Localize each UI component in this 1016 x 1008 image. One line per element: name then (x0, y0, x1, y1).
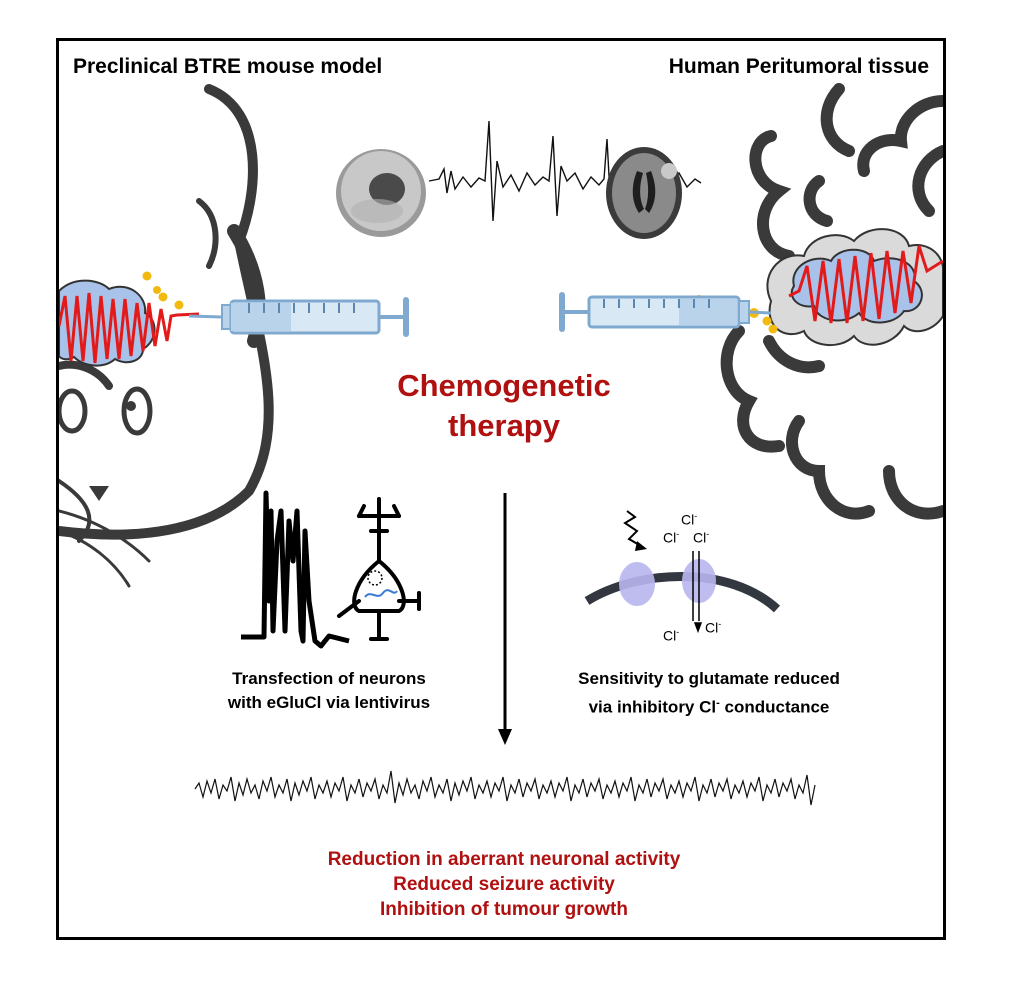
ion-label-lower-right: Cl- (705, 619, 722, 636)
right-panel-caption: Sensitivity to glutamate reduced via inh… (539, 667, 879, 720)
syringe-left-icon (188, 297, 409, 337)
syringe-right-icon (559, 292, 772, 332)
therapy-title: Chemogenetic therapy (299, 366, 709, 446)
human-tumour-icon (766, 228, 943, 347)
left-panel-title: Preclinical BTRE mouse model (73, 55, 383, 78)
outcome-item: Reduced seizure activity (393, 874, 615, 895)
right-caption-line2: via inhibitory Cl- conductance (588, 697, 830, 717)
downward-arrow (498, 493, 512, 745)
neuron-icon (337, 497, 421, 641)
eeg-trace-bottom (194, 770, 816, 806)
receptor-channel-left (619, 562, 655, 606)
mouse-brain-photo (336, 149, 426, 237)
dna-icon (364, 589, 398, 598)
right-caption-line1: Sensitivity to glutamate reduced (578, 669, 840, 688)
therapy-title-line1: Chemogenetic (397, 368, 611, 403)
mouse-eye-icon (59, 386, 153, 436)
right-panel-title: Human Peritumoral tissue (668, 55, 929, 78)
outcomes-list: Reduction in aberrant neuronal activity … (199, 847, 809, 922)
nucleus-dashed-icon (367, 570, 383, 586)
left-caption-line1: Transfection of neurons (232, 669, 426, 688)
illustration-canvas (59, 83, 943, 806)
mouse-nose-icon (89, 486, 109, 501)
mouse-seizure-trace (59, 292, 200, 364)
ion-label-lower-left: Cl- (663, 627, 680, 644)
human-brain-icon (720, 83, 943, 520)
mouse-head-icon (59, 84, 274, 588)
ion-label-mid-right: Cl- (693, 529, 710, 546)
ion-label-top: Cl- (681, 511, 698, 528)
outcome-item: Reduction in aberrant neuronal activity (327, 849, 681, 870)
squiggle-arrow-icon (623, 510, 642, 547)
chloride-flux-arrow (692, 551, 703, 634)
squiggle-arrowhead (635, 541, 647, 551)
human-seizure-trace (788, 245, 943, 324)
ion-label-mid-left: Cl- (663, 529, 680, 546)
left-panel-caption: Transfection of neurons with eGluCl via … (169, 667, 489, 715)
human-mri-image (606, 147, 682, 239)
cell-membrane (584, 572, 781, 613)
figure-frame: Preclinical BTRE mouse model Human Perit… (56, 38, 946, 940)
outcome-item: Inhibition of tumour growth (380, 899, 628, 920)
left-caption-line2: with eGluCl via lentivirus (227, 693, 431, 712)
therapy-title-line2: therapy (448, 408, 560, 443)
action-potential-trace (241, 490, 350, 649)
